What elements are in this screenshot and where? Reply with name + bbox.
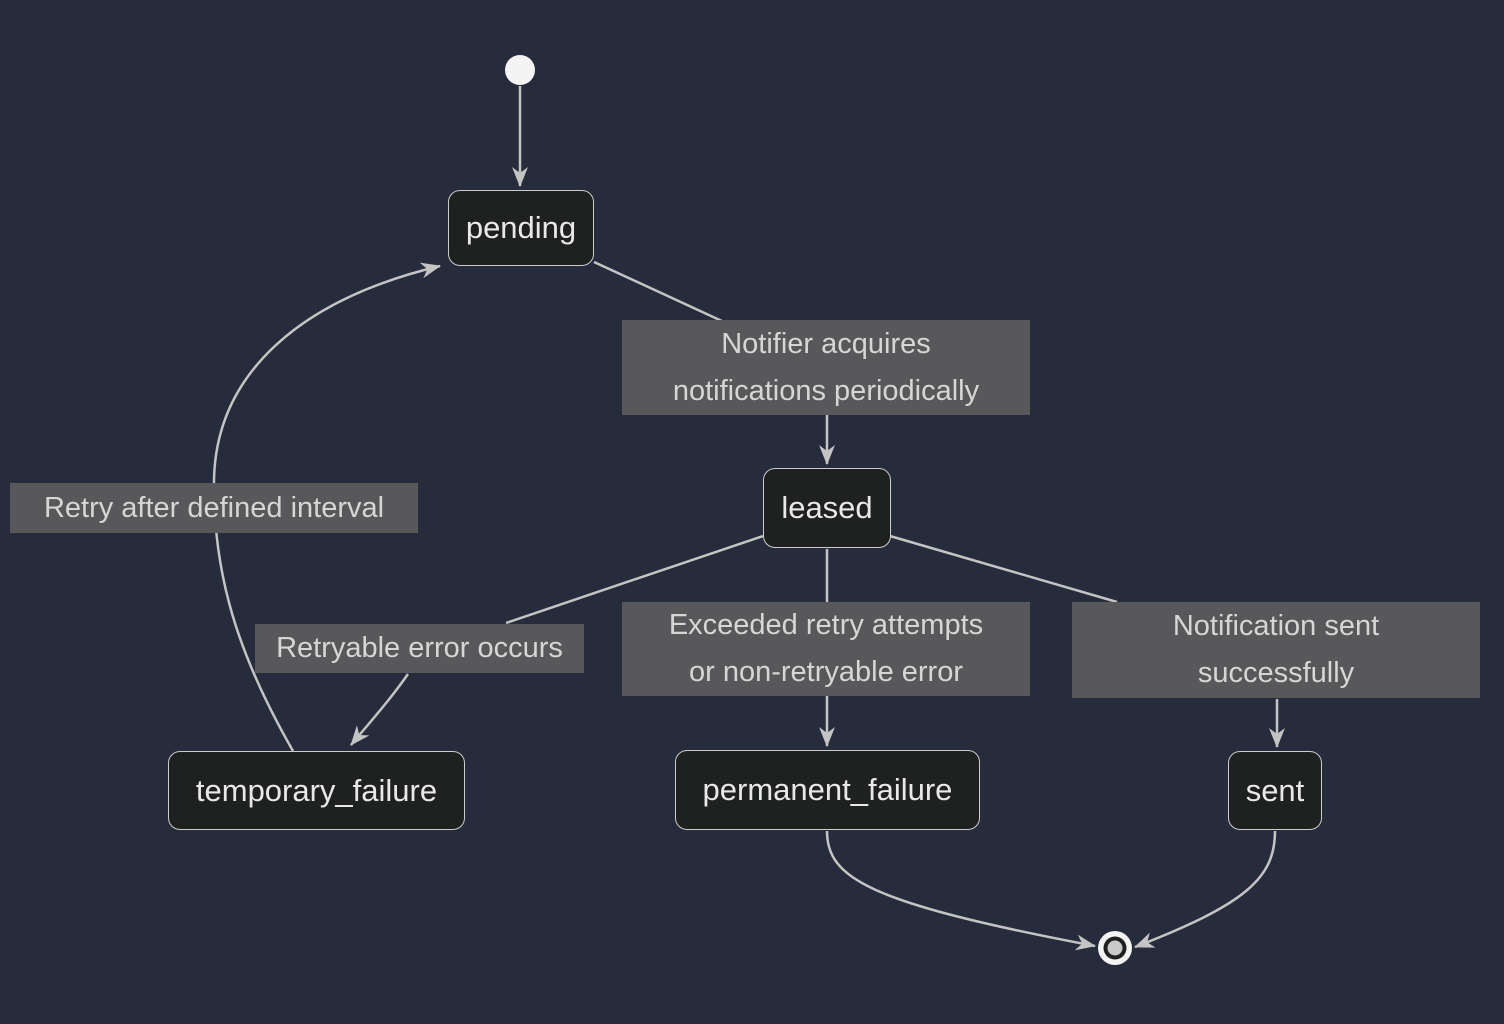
- edge-label-line: notifications periodically: [672, 374, 980, 407]
- edge-sent-to-end: [1134, 830, 1277, 949]
- state-pending: pending: [448, 190, 594, 266]
- state-leased: leased: [763, 468, 891, 548]
- edge-label-leased-to-temporary-failure: Retryable error occurs: [255, 624, 584, 673]
- edge-leased-to-temporary-failure-lower: [350, 673, 410, 746]
- edge-label-line: Retryable error occurs: [276, 632, 563, 664]
- edge-label-leased-to-sent: Notification sent successfully: [1072, 602, 1480, 698]
- edge-label-line: Notifier acquires: [721, 327, 931, 360]
- edge-leased-to-temporary-failure-upper: [505, 534, 764, 625]
- state-sent: sent: [1228, 751, 1322, 830]
- edge-label-line: or non-retryable error: [689, 656, 963, 688]
- edge-label-line: Notification sent: [1172, 610, 1380, 642]
- edge-label-line: successfully: [1197, 657, 1355, 689]
- final-state-core: [1107, 940, 1123, 956]
- edge-label-leased-to-permanent-failure: Exceeded retry attempts or non-retryable…: [622, 602, 1030, 696]
- edge-temporary-failure-to-pending: [212, 262, 441, 752]
- edge-label-line: Exceeded retry attempts: [668, 609, 984, 641]
- edge-label-temporary-failure-to-pending: Retry after defined interval: [10, 483, 418, 533]
- edge-label-pending-to-leased: Notifier acquires notifications periodic…: [622, 320, 1030, 415]
- state-temporary-failure: temporary_failure: [168, 751, 465, 830]
- final-state-marker: [1098, 931, 1132, 965]
- edge-pending-to-leased-upper: [593, 260, 725, 324]
- edge-label-line: Retry after defined interval: [43, 491, 385, 524]
- state-permanent-failure: permanent_failure: [675, 750, 980, 830]
- edge-permanent-failure-to-end: [825, 830, 1096, 951]
- initial-state-marker: [505, 55, 535, 85]
- edge-leased-to-sent-upper: [889, 534, 1118, 604]
